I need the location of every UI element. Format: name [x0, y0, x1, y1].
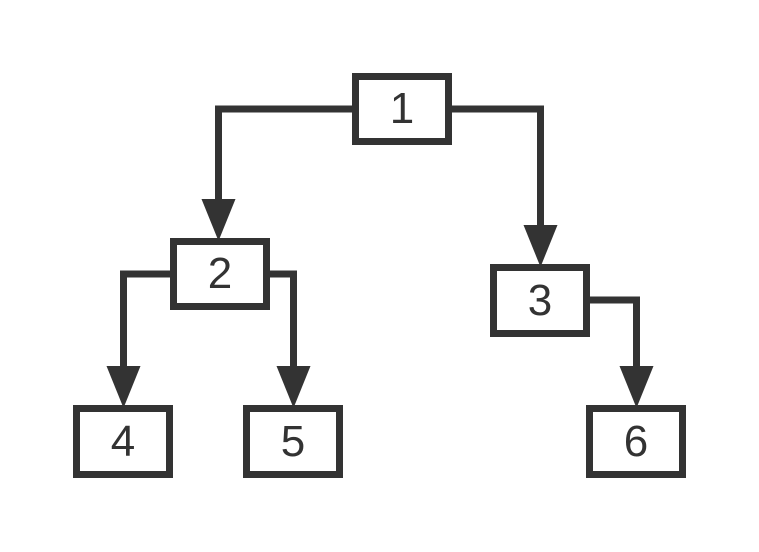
- node-box-2: 2: [170, 238, 270, 310]
- edge-2-5: [270, 270, 297, 369]
- node-box-5: 5: [243, 405, 343, 478]
- edge-3-6: [590, 296, 640, 369]
- node-label: 6: [623, 416, 649, 466]
- arrowhead-down-icon-4: [106, 366, 141, 408]
- node-label: 5: [280, 416, 306, 466]
- node-label: 1: [389, 84, 415, 133]
- node-label: 3: [527, 275, 553, 325]
- edge-1-2: [215, 105, 352, 202]
- node-label: 4: [110, 416, 136, 466]
- node-box-4: 4: [73, 405, 173, 478]
- arrowhead-down-icon-6: [619, 366, 654, 408]
- edge-1-3: [452, 105, 544, 228]
- arrowhead-down-icon-3: [523, 225, 558, 267]
- arrowhead-down-icon-5: [276, 366, 311, 408]
- arrowhead-down-icon-2: [201, 199, 236, 241]
- node-box-6: 6: [586, 405, 686, 478]
- node-box-1: 1: [352, 73, 452, 145]
- node-box-3: 3: [490, 264, 590, 337]
- edge-2-4: [120, 270, 170, 369]
- node-label: 2: [207, 249, 233, 298]
